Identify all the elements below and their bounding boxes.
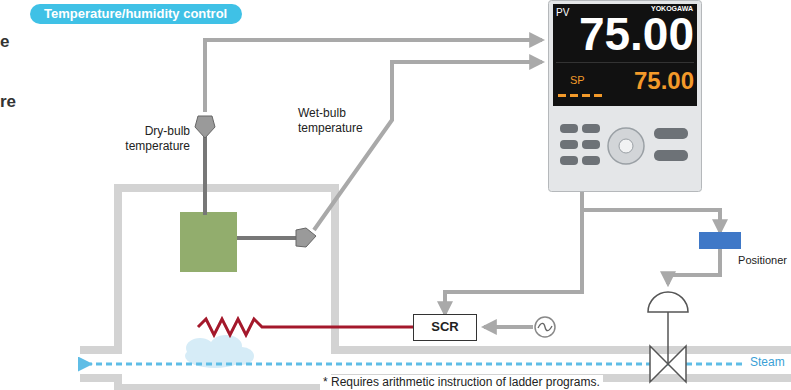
heater-element <box>198 319 413 335</box>
display-panel <box>553 4 697 106</box>
scr-box: SCR <box>413 314 477 341</box>
positioner-box: Positioner <box>699 232 741 249</box>
sensor-label: Dry-bulb temperature <box>118 124 190 154</box>
steam-flow <box>90 363 742 366</box>
title-text: Temperature/humidity control <box>44 6 227 22</box>
positioner-link <box>718 249 722 262</box>
sp-label: SP <box>570 74 585 86</box>
product-block <box>180 212 237 272</box>
scr-label: SCR <box>414 315 476 339</box>
dry-bulb-head <box>195 116 215 138</box>
pv-value: 75.00 <box>579 10 694 58</box>
sp-value: 75.00 <box>634 68 694 94</box>
pv-label: PV <box>556 7 569 18</box>
dial-center <box>619 139 633 153</box>
flow-label: Steam <box>748 355 787 369</box>
power-line <box>484 325 533 329</box>
chamber-upper-wall <box>80 188 791 350</box>
ac-wave <box>538 323 552 330</box>
footnote: * Requires arithmetic instruction of lad… <box>320 375 603 390</box>
wet-bulb-head <box>296 228 316 247</box>
dry-bulb-signal <box>205 40 542 112</box>
dial <box>608 128 644 164</box>
dry-bulb-probe <box>203 136 207 215</box>
valve-actuator <box>648 292 688 312</box>
chamber-wall <box>80 188 791 388</box>
cropped-text: e <box>0 32 9 52</box>
sensor-label: Wet-bulb temperature <box>298 106 370 136</box>
title-badge: Temperature/humidity control <box>30 4 242 24</box>
controller-unit: YOKOGAWAPV75.00SP75.00 <box>548 0 702 192</box>
positioner-signal <box>668 262 720 284</box>
valve-stem <box>667 312 669 364</box>
display-divider <box>556 62 694 63</box>
signal-connector <box>445 192 582 314</box>
ac-source <box>535 317 555 337</box>
positioner-label: Positioner <box>738 254 787 267</box>
keys <box>560 124 688 165</box>
wet-bulb-signal <box>314 62 542 230</box>
bezel <box>549 1 702 192</box>
signal-connector <box>582 192 720 232</box>
wet-bulb-probe <box>237 236 296 240</box>
valve-body <box>650 346 686 382</box>
cropped-text: re <box>0 92 16 112</box>
status-leds <box>558 94 602 97</box>
